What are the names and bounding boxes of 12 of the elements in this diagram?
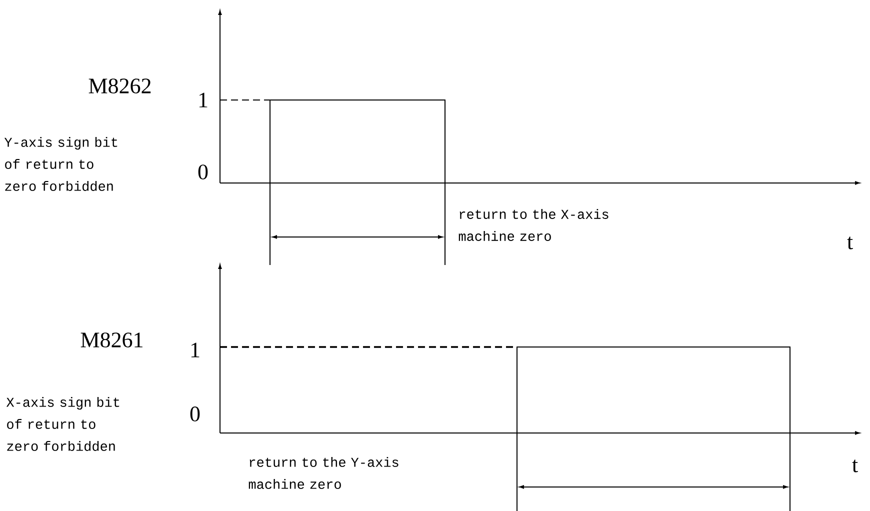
signal-name: M8262: [88, 78, 151, 94]
signal-name: M8261: [80, 332, 142, 348]
interval-label: return to the X-axis machine zero: [458, 209, 608, 241]
level-label: 0: [198, 164, 208, 180]
level-label: 1: [191, 342, 200, 358]
axis-label: t: [847, 236, 853, 250]
level-label: 0: [190, 406, 200, 422]
axis-label: t: [852, 460, 858, 472]
signal-description: X-axis sign bit of return to zero forbidden: [6, 397, 120, 451]
signal-description: Y-axis sign bit of return to zero forbidden: [4, 137, 118, 191]
interval-label: return to the Y-axis machine zero: [248, 457, 398, 489]
level-label: 1: [199, 92, 208, 108]
